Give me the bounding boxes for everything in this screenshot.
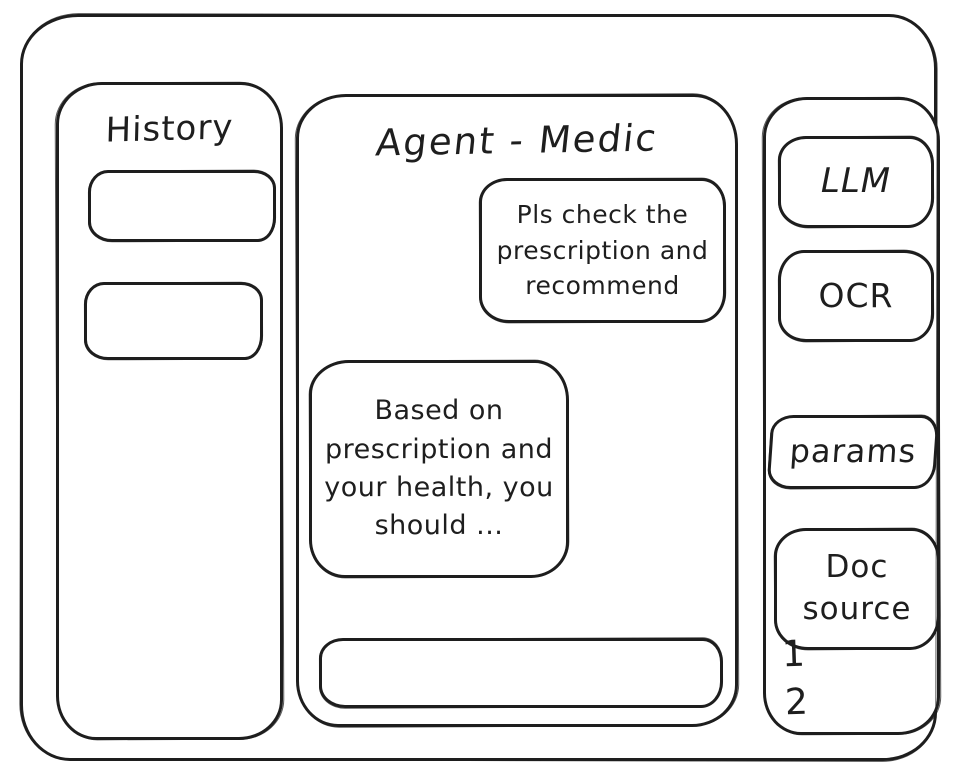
chat-panel-title: Agent - Medic	[373, 116, 661, 165]
user-message-text: Pls check the prescription and recommend	[496, 200, 709, 301]
user-message-bubble: Pls check the prescription and recommend	[479, 178, 726, 323]
history-panel-title: History	[105, 107, 234, 151]
llm-button[interactable]: LLM	[778, 136, 934, 228]
app-window-frame: History Agent - Medic Pls check the pres…	[20, 14, 940, 761]
params-button[interactable]: params	[766, 415, 940, 489]
tools-panel: LLM OCR params Doc source 1 2	[763, 97, 940, 735]
ocr-button[interactable]: OCR	[778, 250, 934, 342]
doc-source-item-2[interactable]: 2	[784, 681, 809, 724]
chat-panel: Agent - Medic Pls check the prescription…	[296, 94, 738, 727]
doc-source-item-1[interactable]: 1	[781, 633, 806, 676]
history-panel: History	[56, 82, 283, 740]
assistant-message-text: Based on prescription and your health, y…	[324, 395, 554, 542]
doc-source-button[interactable]: Doc source	[774, 528, 940, 650]
chat-input-box	[319, 638, 723, 708]
assistant-message-bubble: Based on prescription and your health, y…	[309, 360, 569, 578]
history-item-2[interactable]	[84, 282, 263, 360]
chat-input[interactable]	[322, 641, 720, 705]
history-item-1[interactable]	[88, 170, 276, 242]
